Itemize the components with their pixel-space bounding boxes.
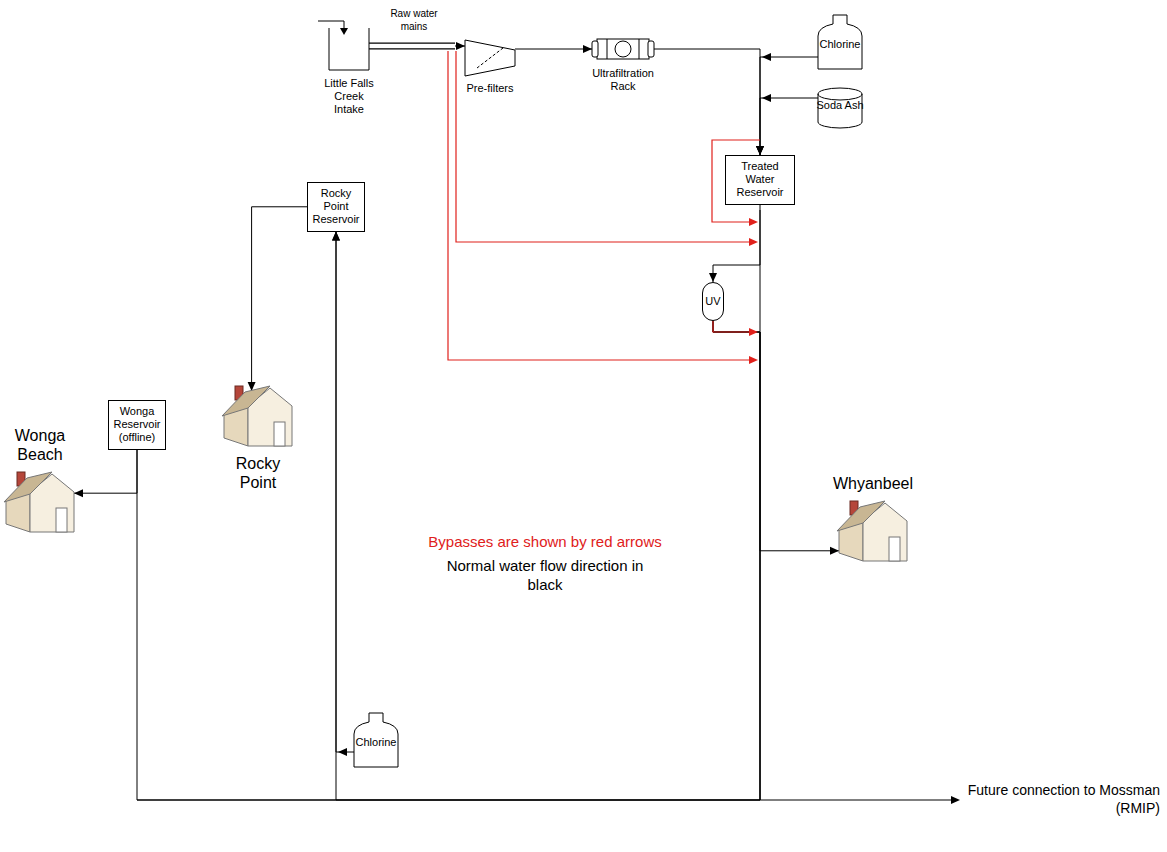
node-label: Rocky Point bbox=[228, 454, 288, 492]
shape-outline bbox=[455, 38, 525, 78]
arrow-head bbox=[709, 273, 717, 282]
note-text: Future connection to Mossman (RMIP) bbox=[960, 782, 1160, 817]
pipe-connector bbox=[515, 45, 592, 53]
node-label: Wonga Beach bbox=[5, 426, 75, 464]
bypass-arrow bbox=[749, 218, 758, 226]
uv-unit: UV bbox=[702, 282, 724, 321]
arrow-head bbox=[830, 547, 839, 555]
arrow-head bbox=[762, 94, 771, 102]
ultrafiltration-rack: Ultrafiltration Rack bbox=[583, 35, 663, 93]
node-label: Rocky Point Reservoir bbox=[311, 187, 361, 227]
node-label: Pre-filters bbox=[455, 82, 525, 95]
shape-outline bbox=[583, 35, 663, 63]
pipe-connector bbox=[713, 321, 839, 555]
note-text: Bypasses are shown by red arrows bbox=[400, 533, 690, 552]
arrow-head bbox=[762, 53, 771, 61]
node-label: Chlorine bbox=[816, 38, 864, 51]
shape-outline bbox=[218, 378, 298, 450]
reservoir-box: Wonga Reservoir (offline) bbox=[108, 400, 166, 450]
bypass-line bbox=[713, 320, 750, 332]
pipe-connector bbox=[756, 98, 818, 155]
arrow-head bbox=[332, 232, 340, 241]
note-text: Normal water flow direction in black bbox=[440, 557, 650, 595]
arrow-head bbox=[338, 748, 347, 756]
shape-outline bbox=[0, 464, 80, 536]
bypass-arrow bbox=[749, 238, 758, 246]
arrow-head bbox=[332, 232, 340, 241]
arrow-head bbox=[583, 45, 592, 53]
shape-outline bbox=[833, 493, 913, 565]
main-pipe bbox=[760, 210, 761, 800]
reservoir-box: Rocky Point Reservoir bbox=[307, 182, 365, 232]
pipe-label: Raw water mains bbox=[383, 8, 445, 33]
prefilter-symbol: Pre-filters bbox=[455, 38, 525, 95]
pipe-connector bbox=[248, 207, 307, 391]
arrow-head bbox=[456, 42, 465, 50]
bypass-arrow bbox=[749, 328, 758, 336]
pipe-connector bbox=[137, 321, 760, 800]
pipe-connector bbox=[369, 42, 465, 50]
arrow-head bbox=[756, 146, 764, 155]
shape-outline bbox=[314, 18, 384, 73]
bottom-main bbox=[137, 800, 952, 801]
pipe-connector bbox=[74, 450, 137, 498]
arrow-head bbox=[74, 489, 83, 497]
arrow-head bbox=[756, 146, 764, 155]
intake-tank: Little Falls Creek Intake bbox=[314, 18, 384, 117]
arrow-head bbox=[951, 796, 960, 804]
chemical-drum: Soda Ash bbox=[816, 86, 864, 130]
chemical-bottle: Chlorine bbox=[816, 14, 864, 70]
pipe-connector bbox=[709, 205, 760, 282]
town-house: Wonga Beach bbox=[0, 426, 80, 536]
node-label: Wonga Reservoir (offline) bbox=[112, 405, 162, 445]
pipe-connector bbox=[332, 232, 354, 752]
bypass-arrow bbox=[749, 356, 758, 364]
node-label: Whyanbeel bbox=[828, 474, 918, 493]
bypass-line bbox=[456, 51, 750, 242]
node-label: Ultrafiltration Rack bbox=[588, 67, 658, 93]
reservoir-box: Treated Water Reservoir bbox=[725, 155, 795, 205]
pipe-connector bbox=[654, 49, 764, 155]
chemical-bottle: Chlorine bbox=[352, 712, 400, 768]
arrow-head bbox=[756, 146, 764, 155]
node-label: Treated Water Reservoir bbox=[729, 160, 791, 200]
pipe-connector bbox=[756, 57, 818, 155]
pipe-connector bbox=[332, 232, 760, 800]
town-house: Rocky Point bbox=[213, 378, 303, 492]
node-label: UV bbox=[703, 295, 723, 308]
bypass-line bbox=[448, 51, 750, 360]
node-label: Chlorine bbox=[352, 736, 400, 749]
node-label: Little Falls Creek Intake bbox=[318, 77, 380, 117]
town-house: Whyanbeel bbox=[828, 474, 918, 565]
node-label: Soda Ash bbox=[816, 99, 864, 112]
